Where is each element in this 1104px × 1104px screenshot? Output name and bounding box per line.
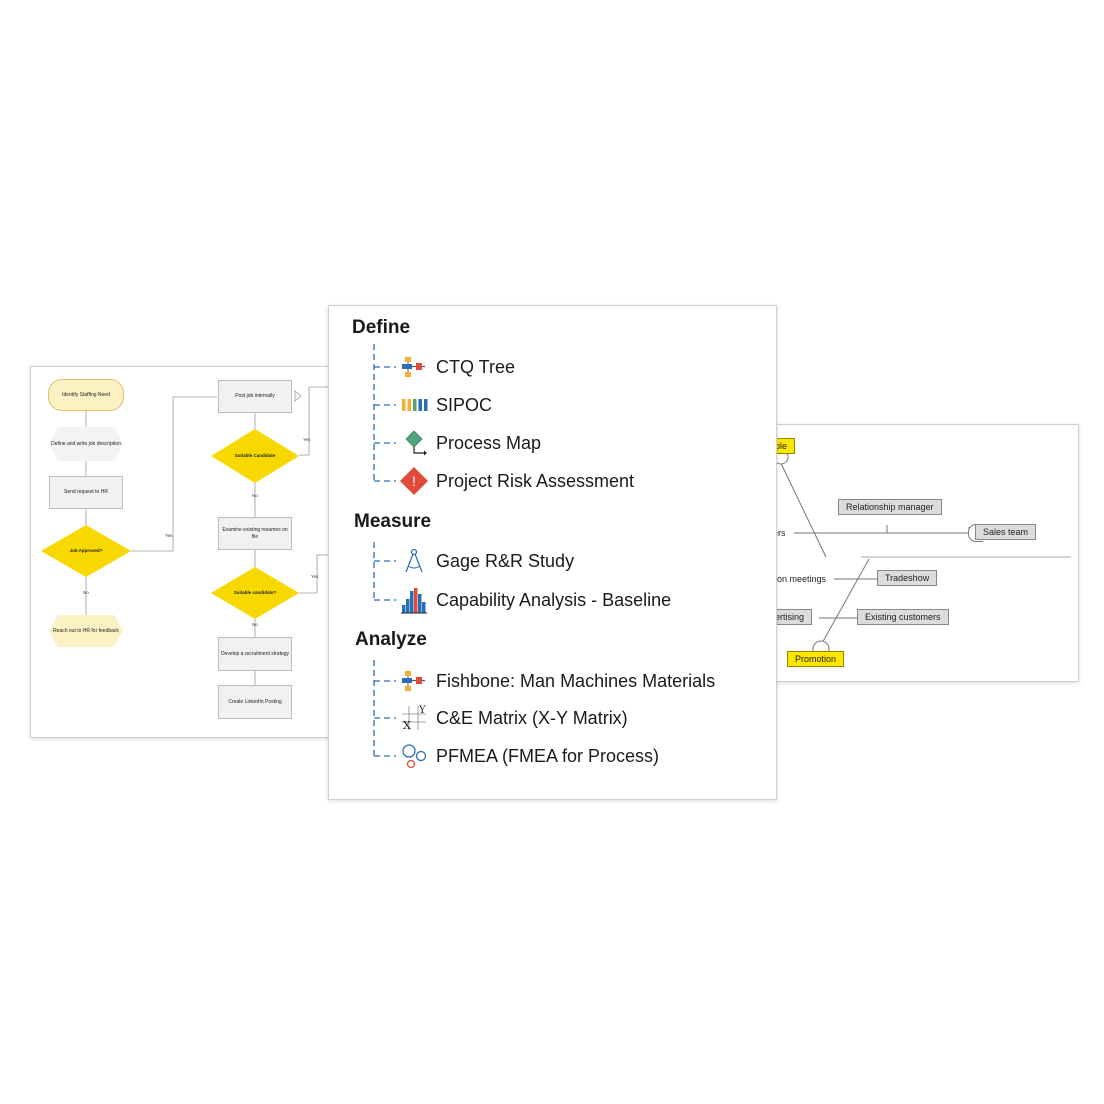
fishbone-promotion-box: Promotion (787, 651, 845, 667)
flow-send-request-label: Send request to HR (64, 489, 108, 496)
sipoc-icon (399, 390, 429, 420)
flow-reach-out-step: Reach out to HR for feedback (49, 615, 123, 647)
tree-item-gage-rr-study[interactable]: Gage R&R Study (399, 546, 574, 576)
flow-no-label-2: No (252, 493, 258, 498)
tree-connectors (373, 344, 396, 757)
svg-text:!: ! (412, 473, 416, 489)
compass-icon (399, 546, 429, 576)
flow-post-job-label: Post job internally (235, 393, 275, 400)
ctq-tree-icon (399, 352, 429, 382)
fishbone-icon (399, 666, 429, 696)
histogram-icon (399, 585, 429, 615)
matrix-icon: X Y (399, 703, 429, 733)
flow-send-request-step: Send request to HR (49, 476, 123, 509)
pfmea-circles-icon (399, 741, 429, 771)
flow-yes-label-1: Yes (165, 533, 173, 538)
flow-post-job-step: Post job internally (218, 380, 292, 413)
tree-item-fishbone[interactable]: Fishbone: Man Machines Materials (399, 666, 715, 696)
flow-define-job-step: Define and write job description (49, 427, 123, 461)
flow-start-label: Identify Staffing Need (62, 391, 110, 398)
flow-define-job-label: Define and write job description (51, 440, 121, 447)
fishbone-bones (773, 449, 1071, 658)
tree-item-label: CTQ Tree (436, 356, 516, 377)
roadmap-tree-panel: Define CTQ Tree SIPOC (328, 305, 777, 800)
tree-item-project-risk-assessment[interactable]: ! Project Risk Assessment (399, 466, 634, 496)
flow-linkedin-label: Create LinkedIn Posting (228, 698, 282, 705)
tree-item-label: Gage R&R Study (436, 550, 575, 571)
fishbone-tradeshow-box: Tradeshow (877, 570, 938, 586)
tree-item-label: SIPOC (436, 394, 493, 415)
tree-item-capability-analysis[interactable]: Capability Analysis - Baseline (399, 585, 671, 615)
flowchart-connectors (85, 386, 331, 685)
flow-start-terminal: Identify Staffing Need (48, 379, 124, 411)
process-map-icon (399, 428, 429, 458)
flow-suitable-candidate-label: Suitable Candidate (234, 453, 276, 459)
flow-develop-strategy-step: Develop a recruitment strategy (218, 637, 292, 671)
tree-item-pfmea[interactable]: PFMEA (FMEA for Process) (399, 741, 659, 771)
tree-item-label: Project Risk Assessment (436, 470, 635, 491)
svg-text:Y: Y (418, 705, 426, 716)
section-title-measure: Measure (354, 511, 432, 532)
flow-job-approved-label: Job Approved? (69, 548, 103, 554)
flow-linkedin-step: Create LinkedIn Posting (218, 685, 292, 719)
fishbone-meetings-box: on meetings (769, 571, 835, 587)
flow-examine-step: Examine existing resumes on file (218, 517, 292, 550)
tree-item-label: Capability Analysis - Baseline (436, 589, 672, 610)
tree-item-ce-matrix[interactable]: X Y C&E Matrix (X-Y Matrix) (399, 703, 628, 733)
flow-reach-out-label: Reach out to HR for feedback (53, 627, 119, 634)
flow-no-label-3: No (252, 622, 258, 627)
tree-item-label: Process Map (436, 432, 542, 453)
flow-yes-label-2: Yes (303, 437, 311, 442)
tree-item-label: C&E Matrix (X-Y Matrix) (436, 707, 628, 728)
flow-no-label-1: No (83, 590, 89, 595)
tree-item-ctq-tree[interactable]: CTQ Tree (399, 352, 515, 382)
tree-item-label: PFMEA (FMEA for Process) (436, 745, 660, 766)
fishbone-relationship-manager-box: Relationship manager (838, 499, 942, 515)
svg-text:X: X (403, 719, 411, 732)
tree-item-process-map[interactable]: Process Map (399, 428, 541, 458)
flow-yes-label-3: Yes (311, 574, 319, 579)
risk-warning-icon: ! (399, 466, 429, 496)
flow-examine-label: Examine existing resumes on file (222, 527, 288, 540)
flow-suitable-candidate-2-label: Suitable candidate? (233, 590, 277, 596)
tree-item-sipoc[interactable]: SIPOC (399, 390, 492, 420)
flow-develop-strategy-label: Develop a recruitment strategy (220, 650, 290, 657)
fishbone-existing-customers-box: Existing customers (857, 609, 949, 625)
section-title-define: Define (352, 317, 411, 338)
section-title-analyze: Analyze (355, 629, 427, 650)
fishbone-sales-team-box: Sales team (975, 524, 1037, 540)
tree-item-label: Fishbone: Man Machines Materials (436, 670, 716, 691)
